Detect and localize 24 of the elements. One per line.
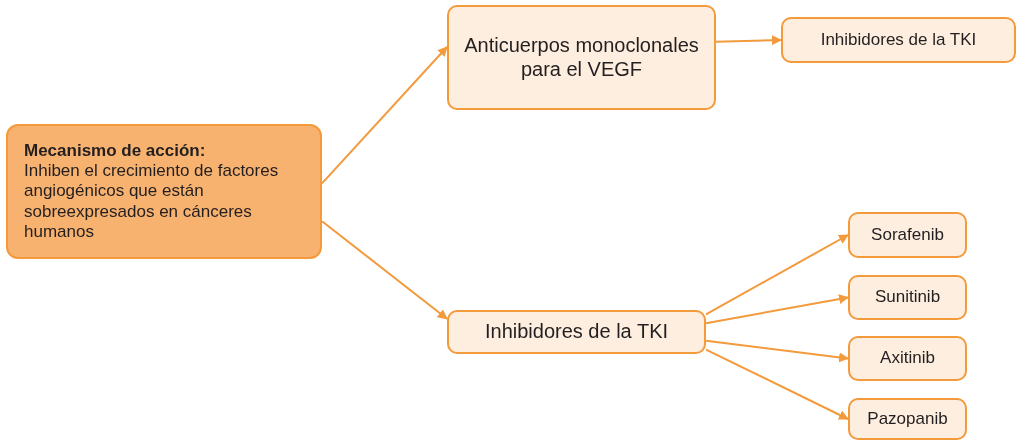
box-text: Pazopanib	[867, 408, 948, 429]
drug-class-box	[447, 310, 706, 354]
arrow	[715, 35, 782, 46]
arrow	[705, 294, 849, 325]
drug-class-box	[447, 5, 716, 110]
box-text: Sorafenib	[871, 224, 944, 245]
drug-class-box	[781, 17, 1016, 63]
box-text: Axitinib	[880, 348, 935, 369]
arrow	[321, 220, 448, 320]
box-heading: Mecanismo de acción:	[24, 141, 206, 162]
arrow	[705, 234, 849, 316]
drug-class-box	[848, 275, 967, 320]
drug-class-box	[848, 398, 967, 440]
drug-class-box	[848, 336, 967, 381]
arrow	[705, 339, 849, 363]
arrow	[705, 348, 849, 420]
box-text: Anticuerpos monoclonales para el VEGF	[463, 33, 700, 82]
box-text: Inhibidores de la TKI	[484, 320, 669, 344]
box-text: Inhiben el crecimiento de factores angiogénicos que están sobreexpresados en cánceres humanos	[24, 161, 280, 242]
box-text: Inhibidores de la TKI	[820, 29, 977, 50]
arrow	[321, 46, 448, 185]
drug-class-box	[848, 212, 967, 258]
box-text: Sunitinib	[874, 287, 941, 308]
mechanism-box	[6, 124, 322, 259]
